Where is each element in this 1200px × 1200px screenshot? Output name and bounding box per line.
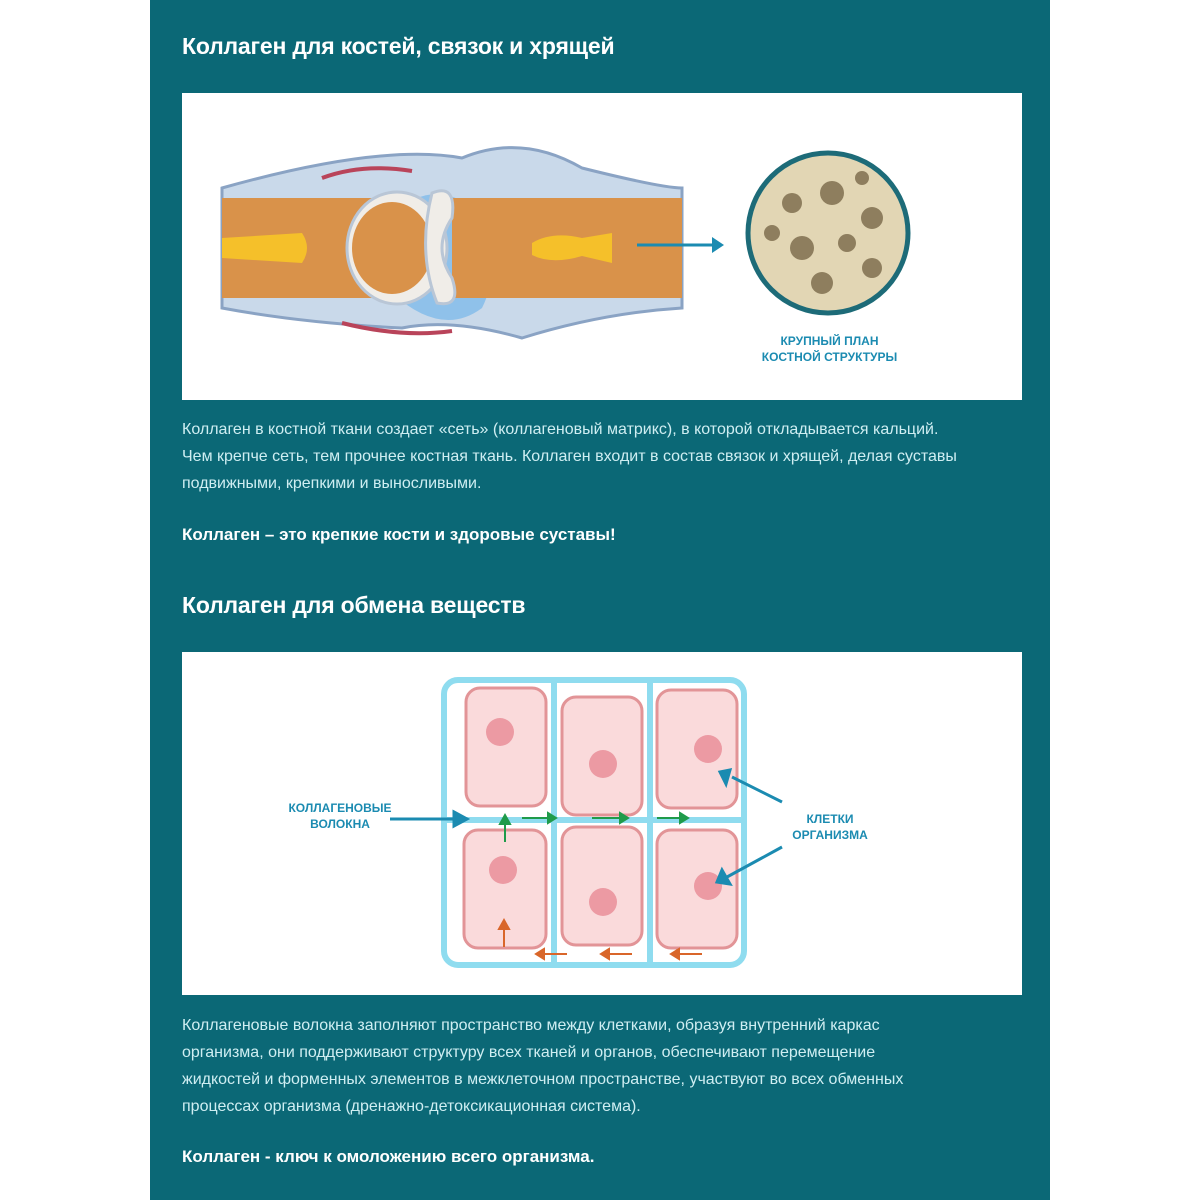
- cells-label: КЛЕТКИ ОРГАНИЗМА: [780, 811, 880, 843]
- paragraph-line: Коллаген в костной ткани создает «сеть» …: [182, 421, 939, 438]
- joint-diagram: [220, 146, 911, 340]
- fibers-label-line: ВОЛОКНА: [310, 817, 370, 831]
- fibers-label-line: КОЛЛАГЕНОВЫЕ: [288, 801, 392, 815]
- closeup-label: КРУПНЫЙ ПЛАН КОСТНОЙ СТРУКТУРЫ: [742, 333, 917, 365]
- cells-label-line: КЛЕТКИ: [806, 812, 854, 826]
- paragraph-line: жидкостей и форменных элементов в межкле…: [182, 1071, 904, 1088]
- bones-tagline: Коллаген – это крепкие кости и здоровые …: [182, 525, 616, 544]
- section-title-bones: Коллаген для костей, связок и хрящей: [182, 33, 615, 59]
- bones-paragraph: Коллаген в костной ткани создает «сеть» …: [182, 416, 1022, 497]
- cells-label-line: ОРГАНИЗМА: [792, 828, 868, 842]
- cells-diagram: [390, 677, 783, 968]
- paragraph-line: Коллагеновые волокна заполняют пространс…: [182, 1017, 880, 1034]
- paragraph-line: подвижными, крепкими и выносливыми.: [182, 475, 482, 492]
- metabolism-tagline: Коллаген - ключ к омоложению всего орган…: [182, 1147, 595, 1166]
- section-title-metabolism: Коллаген для обмена веществ: [182, 592, 526, 618]
- paragraph-line: процессах организма (дренажно-детоксикац…: [182, 1098, 641, 1115]
- closeup-label-line: КРУПНЫЙ ПЛАН: [780, 334, 879, 348]
- paragraph-line: Чем крепче сеть, тем прочнее костная тка…: [182, 448, 957, 465]
- metabolism-paragraph: Коллагеновые волокна заполняют пространс…: [182, 1012, 1022, 1120]
- joint-illustration: КРУПНЫЙ ПЛАН КОСТНОЙ СТРУКТУРЫ: [182, 93, 1022, 400]
- fibers-label: КОЛЛАГЕНОВЫЕ ВОЛОКНА: [280, 800, 400, 832]
- paragraph-line: организма, они поддерживают структуру вс…: [182, 1044, 876, 1061]
- closeup-label-line: КОСТНОЙ СТРУКТУРЫ: [761, 350, 898, 364]
- cells-illustration: КОЛЛАГЕНОВЫЕ ВОЛОКНА КЛЕТКИ ОРГАНИЗМА: [182, 652, 1022, 995]
